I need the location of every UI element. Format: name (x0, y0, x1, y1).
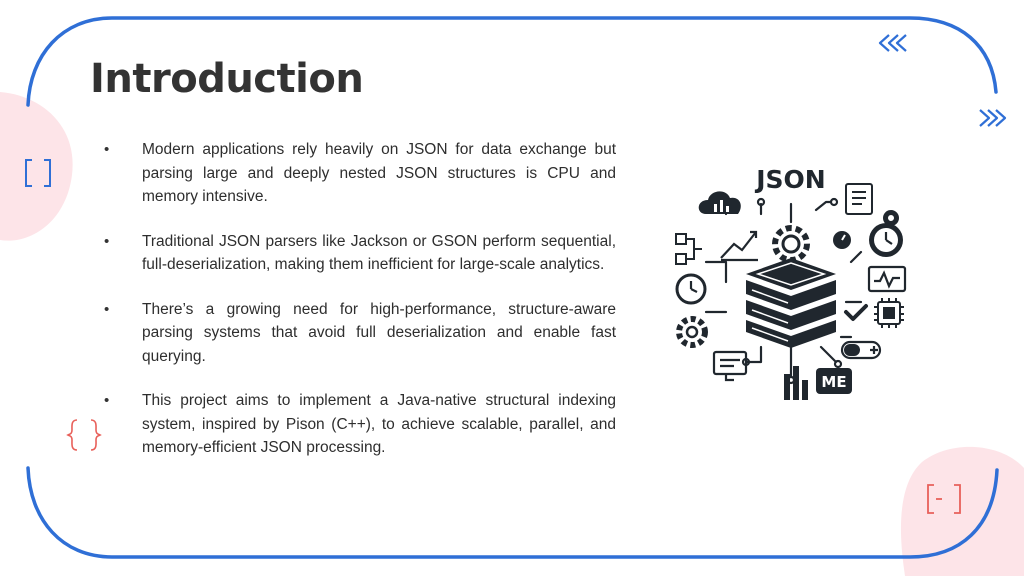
flowchart-icon (675, 233, 702, 265)
bullet-dot: • (104, 392, 110, 409)
chevron-right-icon (979, 109, 1007, 127)
frame-top-arc (26, 16, 998, 107)
me-badge-icon: ME (816, 368, 852, 394)
square-bracket-blue-icon (25, 159, 51, 187)
toggle-plus-icon (840, 340, 882, 360)
document-icon (845, 183, 873, 215)
display-icon (712, 350, 748, 382)
frame-bottom-arc (26, 466, 999, 559)
pink-blob-left (0, 92, 73, 241)
server-stack-icon (746, 258, 836, 348)
bullet-dot: • (104, 300, 110, 318)
curly-brace-red-icon (66, 419, 102, 451)
bullet-text: Traditional JSON parsers like Jackson or… (142, 232, 616, 274)
bullet-item: • This project aims to implement a Java-… (104, 389, 616, 460)
monitor-icon (867, 265, 907, 293)
gear-small-icon (883, 210, 899, 226)
json-label: JSON (754, 165, 825, 194)
clock-left-icon (675, 273, 707, 305)
bullet-item: • There’s a growing need for high-perfor… (104, 298, 616, 369)
chip-icon (874, 298, 904, 328)
me-badge-label: ME (821, 373, 846, 391)
square-bracket-red-icon (927, 484, 961, 514)
bullet-text: Modern applications rely heavily on JSON… (142, 141, 616, 205)
line-chart-icon (720, 230, 758, 262)
bullet-dot: • (104, 141, 110, 158)
bullet-dot: • (104, 232, 110, 250)
slide-title: Introduction (90, 56, 364, 102)
checkmark-icon (844, 304, 868, 321)
bullet-list: • Modern applications rely heavily on JS… (104, 138, 616, 481)
bullet-text: This project aims to implement a Java-na… (142, 392, 616, 456)
pink-blob-bottom-right (900, 446, 1024, 576)
bullet-item: • Modern applications rely heavily on JS… (104, 138, 616, 209)
bullet-item: • Traditional JSON parsers like Jackson … (104, 230, 616, 277)
gear-left-icon (676, 316, 708, 348)
chevron-left-icon (878, 34, 907, 52)
bullet-text: There’s a growing need for high-performa… (142, 300, 616, 365)
cloud-icon (698, 191, 741, 214)
gear-icon (772, 225, 810, 263)
clock-icon (869, 223, 903, 257)
bar-chart-icon (784, 366, 808, 400)
json-illustration: JSON (675, 165, 907, 400)
stopwatch-icon (833, 231, 851, 249)
